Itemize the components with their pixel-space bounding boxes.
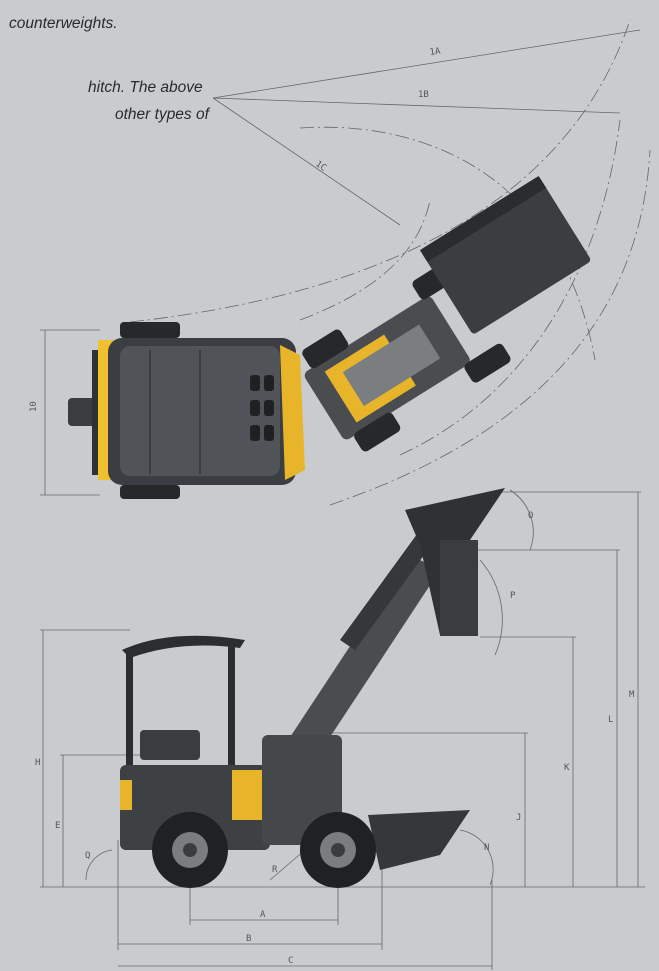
dim-label-m: M xyxy=(629,690,635,700)
dim-label-a: A xyxy=(260,910,266,920)
dim-label-e: E xyxy=(55,821,60,831)
caption-line-hitch: hitch. The above xyxy=(88,79,203,96)
dim-label-r: R xyxy=(272,865,278,875)
side-view-labels: A B C H E J K L M N O P Q R xyxy=(35,511,635,966)
dim-label-j: J xyxy=(516,813,521,823)
loader-top-view xyxy=(68,175,591,499)
dim-label-10: 10 xyxy=(29,401,39,412)
dim-label-p: P xyxy=(510,591,516,601)
caption-line-other-types: other types of xyxy=(115,106,209,123)
loader-side-view xyxy=(120,488,505,888)
dim-label-q: Q xyxy=(85,851,90,861)
dim-label-1c: 1C xyxy=(313,159,328,173)
dim-label-1b: 1B xyxy=(418,90,429,100)
caption-line-counterweights: counterweights. xyxy=(9,15,118,32)
dim-label-n: N xyxy=(484,843,489,853)
dim-label-l: L xyxy=(608,715,613,725)
dim-label-h: H xyxy=(35,758,40,768)
dim-label-o: O xyxy=(528,511,533,521)
dim-label-c: C xyxy=(288,956,293,966)
dim-label-b: B xyxy=(246,934,251,944)
top-view-dimensions xyxy=(40,19,651,506)
dim-label-1a: 1A xyxy=(429,46,442,57)
dim-label-k: K xyxy=(564,763,570,773)
